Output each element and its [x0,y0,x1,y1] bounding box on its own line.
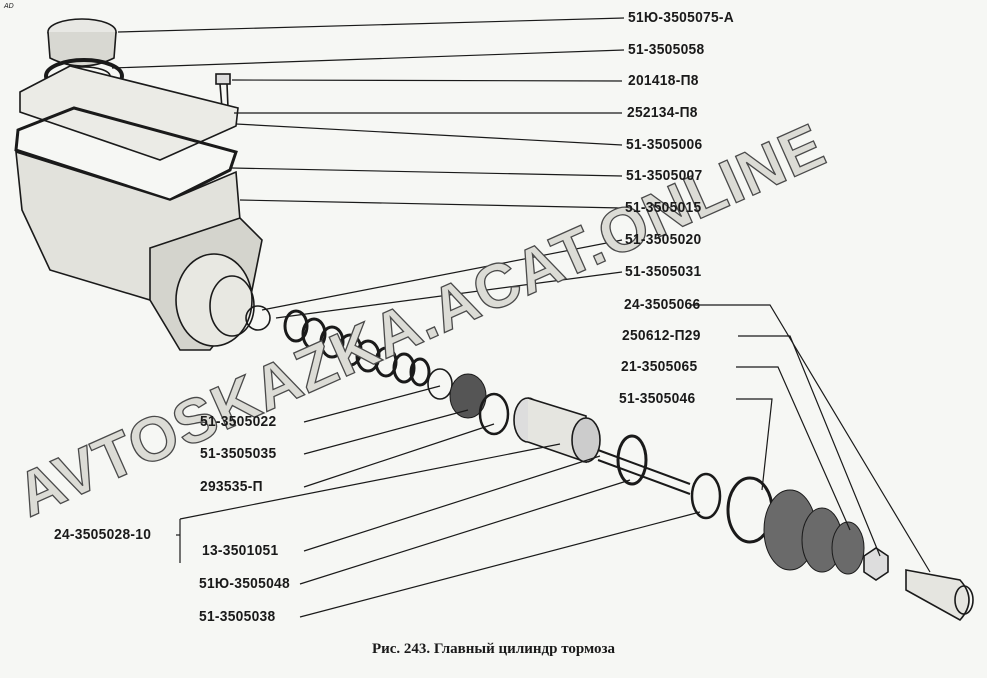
part-label: 51-3505031 [625,263,702,280]
cylinder-body [15,150,271,351]
part-label: 51-3505015 [625,199,702,216]
part-label: 51-3505020 [625,231,702,248]
cover-plate [19,65,239,161]
reservoir-cap [44,18,124,94]
push-rod [597,449,691,495]
part-label: 51-3505038 [199,608,276,625]
ring [616,434,648,486]
part-label: 21-3505065 [621,358,698,375]
part-label: 24-3505066 [624,296,701,313]
corner-tag: AD [4,3,14,10]
part-label: 51Ю-3505075-А [628,9,735,26]
cup [427,368,453,400]
spring [283,309,431,387]
rod-washer [690,472,722,520]
figure-caption: Рис. 243. Главный цилиндр тормоза [371,641,616,657]
part-label: 293535-П [200,478,263,495]
washer [478,392,510,436]
part-label: 252134-П8 [627,104,698,121]
piston [513,397,601,464]
leader-lines [111,17,931,618]
gasket [14,106,238,202]
part-label: 51Ю-3505048 [199,575,290,592]
boot [763,489,865,575]
part-label: 51-3505058 [628,41,705,58]
part-label: 51-3505006 [626,136,703,153]
clevis [905,569,974,622]
part-label: 51-3505035 [200,445,277,462]
assembly-label: 24-3505028-10 [54,526,152,543]
nut [863,547,889,581]
part-label: 13-3501051 [202,542,279,559]
part-label: 51-3505046 [619,390,696,407]
part-label: 250612-П29 [622,327,701,344]
part-label: 51-3505007 [626,167,703,184]
part-label: 51-3505022 [200,413,277,430]
part-label: 201418-П8 [628,72,699,89]
